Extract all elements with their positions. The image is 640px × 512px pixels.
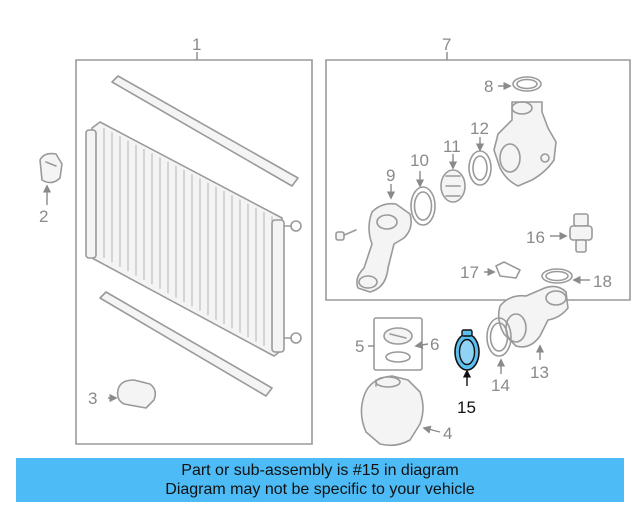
- gasket-17: 17: [460, 261, 521, 282]
- callout-17[interactable]: 17: [460, 263, 479, 282]
- callout-6[interactable]: 6: [430, 335, 439, 354]
- cap-kit: 5 6: [355, 317, 439, 371]
- seal-14: 14: [486, 317, 512, 395]
- callout-18[interactable]: 18: [593, 272, 612, 291]
- callout-11[interactable]: 11: [443, 137, 461, 156]
- banner-line-2: Diagram may not be specific to your vehi…: [165, 481, 475, 498]
- coolant-flange: [493, 101, 557, 187]
- parts-diagram: 1 2 3 7: [39, 35, 631, 447]
- callout-14[interactable]: 14: [491, 376, 510, 395]
- lower-bracket: [99, 291, 273, 397]
- callout-10[interactable]: 10: [410, 151, 429, 170]
- seal-10: 10: [410, 151, 436, 226]
- info-banner: Part or sub-assembly is #15 in diagram D…: [16, 458, 624, 502]
- callout-13[interactable]: 13: [530, 363, 549, 382]
- radiator-pad: 3: [88, 379, 157, 409]
- callout-1[interactable]: 1: [192, 35, 201, 54]
- callout-9[interactable]: 9: [386, 166, 395, 185]
- o-ring-18: 18: [541, 268, 612, 291]
- callout-5[interactable]: 5: [355, 337, 364, 356]
- part-15-highlighted[interactable]: 15: [454, 329, 480, 417]
- callout-4[interactable]: 4: [443, 424, 452, 443]
- thermostat-housing: 9: [335, 166, 412, 293]
- callout-15[interactable]: 15: [457, 398, 476, 417]
- thermostat: 11: [440, 137, 466, 203]
- thermostat-panel: 7 8 12 11: [325, 35, 631, 301]
- banner-line-1: Part or sub-assembly is #15 in diagram: [181, 462, 459, 479]
- callout-16[interactable]: 16: [526, 228, 545, 247]
- callout-8[interactable]: 8: [484, 77, 493, 96]
- o-ring-12: 12: [468, 119, 492, 186]
- callout-7[interactable]: 7: [442, 35, 451, 54]
- callout-12[interactable]: 12: [470, 119, 489, 138]
- expansion-tank: 4: [360, 375, 452, 447]
- temperature-sensor: 16: [526, 213, 593, 253]
- o-ring-8: 8: [484, 76, 542, 96]
- callout-2[interactable]: 2: [39, 207, 48, 226]
- upper-bracket: [111, 75, 299, 187]
- mount-bushing: 2: [39, 152, 63, 226]
- radiator-core: [85, 121, 302, 357]
- callout-3[interactable]: 3: [88, 389, 97, 408]
- coolant-outlet: 13: [497, 285, 569, 382]
- radiator-panel: 1: [75, 35, 313, 445]
